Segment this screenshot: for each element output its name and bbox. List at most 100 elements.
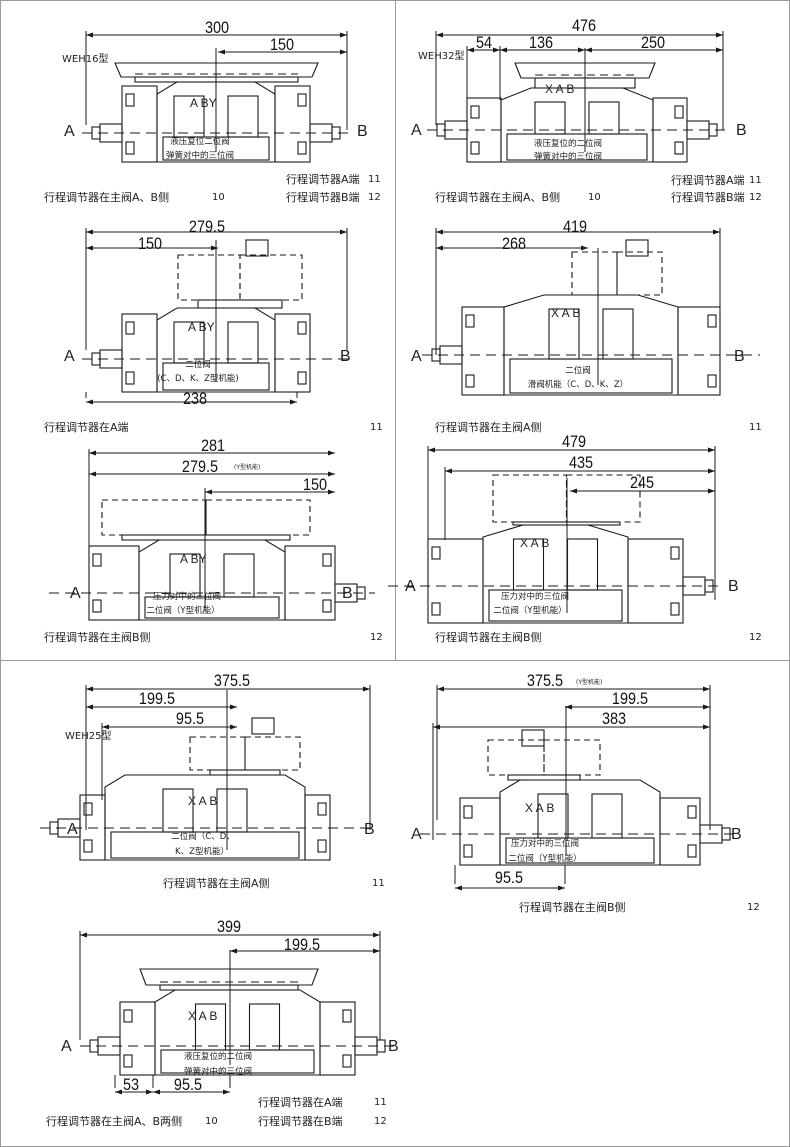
arrow-right-icon bbox=[708, 447, 715, 453]
connector-box bbox=[251, 717, 275, 735]
arrow-right-icon bbox=[290, 399, 297, 405]
dimension-label: 238 bbox=[182, 389, 208, 408]
valve-description: 二位阀（C、D、 bbox=[171, 832, 235, 842]
dimension-label: 150 bbox=[137, 234, 163, 253]
pilot-solenoid-left bbox=[492, 474, 568, 523]
arrow-right-icon bbox=[703, 686, 710, 692]
arrow-left-icon bbox=[153, 1089, 160, 1095]
end-cap-left bbox=[461, 306, 505, 396]
pilot-port-labels: X A B bbox=[188, 1009, 218, 1023]
arrow-right-icon bbox=[146, 1089, 153, 1095]
dimension-label: 199.5 bbox=[138, 689, 176, 708]
end-cap-right bbox=[274, 85, 311, 163]
arrow-left-icon bbox=[86, 686, 93, 692]
port-a-label: A bbox=[411, 122, 422, 139]
arrow-left-icon bbox=[585, 47, 592, 53]
arrow-right-icon bbox=[328, 471, 335, 477]
caption: 行程调节器在主阀A侧 bbox=[435, 421, 542, 434]
dimension-line bbox=[85, 392, 298, 405]
caption: 行程调节器在B端 bbox=[258, 1115, 343, 1128]
caption: 行程调节器在主阀B侧 bbox=[435, 631, 542, 644]
caption-code: 12 bbox=[368, 192, 381, 203]
dimension-label: 399 bbox=[216, 917, 242, 936]
bolt-icon bbox=[125, 141, 135, 155]
pilot-solenoid-left bbox=[189, 736, 246, 771]
end-cap-left bbox=[121, 313, 158, 393]
dimension-line bbox=[444, 467, 715, 540]
pilot-base bbox=[507, 774, 581, 781]
end-cap-right bbox=[319, 1001, 356, 1076]
caption: 行程调节器在主阀A、B两侧 bbox=[46, 1115, 183, 1128]
arrow-right-icon bbox=[703, 724, 710, 730]
caption: 行程调节器B端 bbox=[286, 191, 360, 204]
port-window-b bbox=[248, 1003, 281, 1051]
bolt-icon bbox=[83, 839, 93, 853]
arrow-left-icon bbox=[86, 229, 93, 235]
pilot-valve bbox=[189, 717, 301, 776]
bolt-icon bbox=[687, 805, 697, 819]
dimension-label: 136 bbox=[528, 33, 554, 52]
arrow-right-icon bbox=[328, 450, 335, 456]
valve-description: 压力对中的三位阀 bbox=[152, 592, 222, 602]
pilot-plate bbox=[139, 968, 319, 986]
dimension-line bbox=[432, 723, 710, 840]
dimension-line bbox=[427, 446, 716, 600]
pilot-plate bbox=[114, 62, 319, 78]
pilot-port-labels: X A B bbox=[520, 536, 550, 550]
bolt-icon bbox=[470, 105, 480, 119]
caption-code: 12 bbox=[374, 1116, 387, 1127]
main-valve-block bbox=[154, 989, 321, 1076]
valve-body bbox=[82, 48, 350, 163]
pilot-port-labels: X A B bbox=[525, 801, 555, 815]
pilot-base bbox=[121, 534, 291, 541]
arrow-left-icon bbox=[205, 489, 212, 495]
port-b-label: B bbox=[340, 348, 351, 365]
bolt-icon bbox=[297, 93, 307, 107]
bolt-icon bbox=[674, 141, 684, 155]
caption: 行程调节器在A端 bbox=[44, 421, 129, 434]
arrow-left-icon bbox=[86, 704, 93, 710]
port-a-label: A bbox=[411, 826, 422, 843]
caption-code: 11 bbox=[374, 1097, 387, 1108]
caption-code: 12 bbox=[747, 902, 760, 913]
dimension-line bbox=[454, 865, 566, 891]
arrow-left-icon bbox=[565, 704, 572, 710]
arrow-left-icon bbox=[230, 948, 237, 954]
port-window-b bbox=[591, 793, 623, 839]
port-window-b bbox=[588, 101, 620, 135]
bolt-icon bbox=[342, 1054, 352, 1068]
main-valve-block bbox=[104, 774, 306, 861]
valve-body bbox=[80, 950, 395, 1076]
port-a-label: A bbox=[61, 1038, 72, 1055]
caption: 行程调节器在主阀A侧 bbox=[163, 877, 270, 890]
caption-code: 12 bbox=[749, 192, 762, 203]
arrow-right-icon bbox=[340, 49, 347, 55]
arrow-right-icon bbox=[581, 245, 588, 251]
pilot-valve bbox=[101, 499, 311, 541]
dimension-line bbox=[435, 31, 724, 130]
port-a-label: A bbox=[405, 578, 416, 595]
bolt-icon bbox=[125, 93, 135, 107]
caption-code: 11 bbox=[370, 422, 383, 433]
port-window-b bbox=[223, 553, 255, 598]
port-window-b bbox=[216, 788, 248, 833]
pilot-valve bbox=[177, 239, 303, 309]
pilot-solenoid-right bbox=[543, 739, 601, 776]
valve-body bbox=[420, 706, 740, 866]
pilot-valve bbox=[514, 62, 656, 89]
arrow-right-icon bbox=[223, 1089, 230, 1095]
bolt-icon bbox=[470, 141, 480, 155]
dimension-label: 375.5 bbox=[526, 671, 564, 690]
valve-description: 压力对中的三位阀 bbox=[500, 592, 570, 602]
valve-description: 二位阀（Y型机能） bbox=[508, 854, 582, 864]
end-cap-right bbox=[274, 313, 311, 393]
valve-description: 二位阀（Y型机能） bbox=[146, 606, 220, 616]
caption-code: 11 bbox=[749, 175, 762, 186]
dimension-label: 95.5 bbox=[175, 709, 205, 728]
arrow-left-icon bbox=[86, 399, 93, 405]
port-a-label: A bbox=[70, 585, 81, 602]
port-window-a bbox=[169, 553, 201, 598]
arrow-right-icon bbox=[708, 488, 715, 494]
arrow-right-icon bbox=[211, 245, 218, 251]
